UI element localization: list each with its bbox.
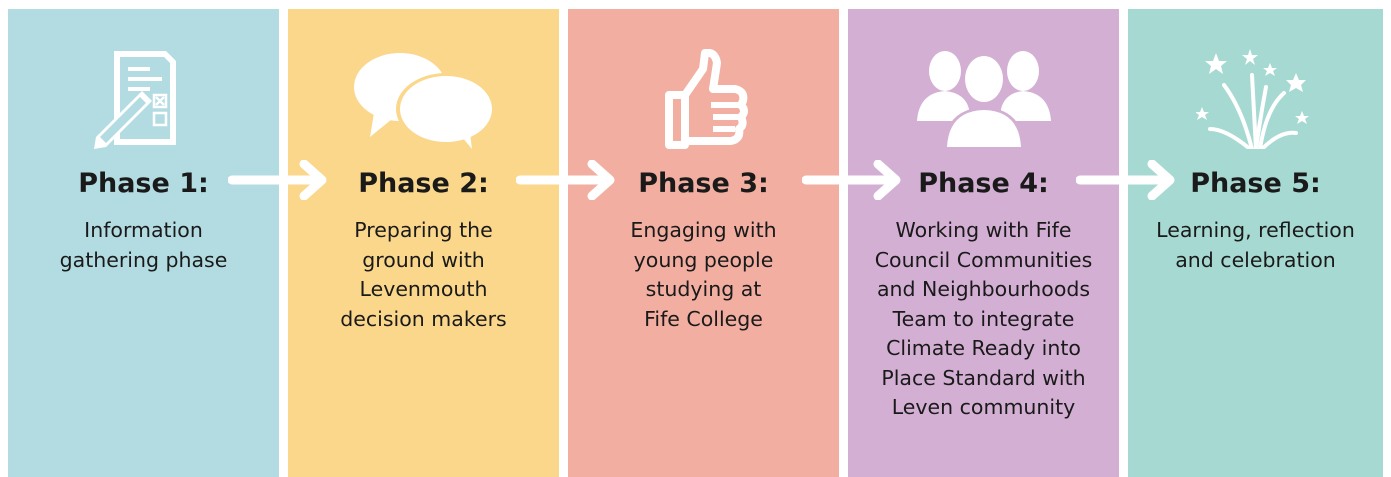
phase-4-description: Working with Fife Council Communities an… — [874, 218, 1093, 419]
phase-5-description: Learning, reflection and celebration — [1156, 218, 1355, 272]
phase-1-title: Phase 1: — [78, 168, 209, 199]
phase-4-title: Phase 4: — [918, 168, 1049, 199]
phase-2-description: Preparing the ground with Levenmouth dec… — [340, 218, 507, 331]
phase-3-panel: Phase 3: Engaging with young people stud… — [568, 9, 839, 477]
arrow-3-to-4 — [802, 160, 901, 200]
speech-bubbles-icon — [288, 49, 559, 149]
checklist-pencil-icon — [8, 49, 279, 149]
arrow-1-to-2 — [228, 160, 327, 200]
people-group-icon — [848, 49, 1119, 149]
thumbs-up-icon — [568, 49, 839, 149]
phase-2-title: Phase 2: — [358, 168, 489, 199]
fireworks-icon — [1128, 49, 1383, 149]
phase-3-title: Phase 3: — [638, 168, 769, 199]
phase-1-panel: Phase 1: Information gathering phase — [8, 9, 279, 477]
phase-2-panel: Phase 2: Preparing the ground with Leven… — [288, 9, 559, 477]
phase-4-panel: Phase 4: Working with Fife Council Commu… — [848, 9, 1119, 477]
arrow-2-to-3 — [516, 160, 615, 200]
arrow-4-to-5 — [1076, 160, 1175, 200]
phase-3-description: Engaging with young people studying at F… — [630, 218, 777, 331]
phase-5-panel: Phase 5: Learning, reflection and celebr… — [1128, 9, 1383, 477]
phase-5-title: Phase 5: — [1190, 168, 1321, 199]
phase-1-description: Information gathering phase — [59, 218, 228, 272]
